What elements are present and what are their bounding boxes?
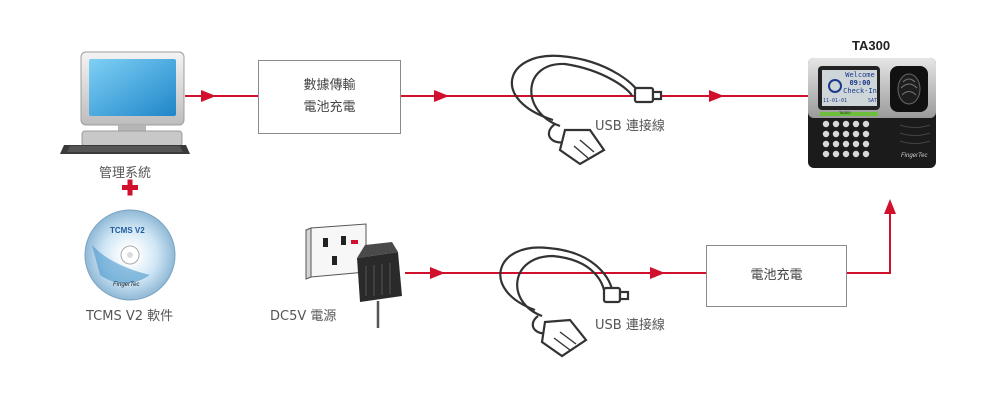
disc-title: TCMS V2 <box>110 226 145 235</box>
screen-date-row: 11-01-01 SAT <box>823 98 877 104</box>
charge-box-text: 電池充電 <box>750 268 803 283</box>
arrowhead-1 <box>201 90 216 102</box>
line-chargebox-to-device <box>846 208 891 274</box>
software-label: TCMS V2 軟件 <box>86 309 174 324</box>
disc-brand: FingerTec <box>113 282 140 288</box>
arrowhead-2 <box>434 90 449 102</box>
screen-status-text: Check-In <box>843 87 877 95</box>
screen-date-text: 11-01-01 <box>823 98 848 104</box>
arrowheads <box>201 90 896 279</box>
wall-socket-icon <box>305 223 367 280</box>
device-title: TA300 <box>852 38 891 53</box>
device-brand: FingerTec <box>901 153 928 159</box>
device-screen: Welcome 09:00 Check-In <box>842 71 878 95</box>
battery-charge-text: 電池充電 <box>303 100 356 115</box>
screen-welcome-text: Welcome <box>845 71 875 79</box>
software-disc-icon <box>84 209 176 301</box>
usb-cable-top-icon <box>510 54 663 166</box>
screen-time-text: 09:00 <box>849 79 871 87</box>
computer-icon <box>60 51 190 154</box>
usb-top-label: USB 連接線 <box>595 119 665 134</box>
power-label: DC5V 電源 <box>270 309 337 324</box>
ta300-device-icon <box>808 58 936 168</box>
arrowhead-4 <box>430 267 445 279</box>
usb-bottom-label: USB 連接線 <box>595 318 665 333</box>
power-adapter-icon <box>357 242 402 328</box>
arrowhead-3 <box>709 90 724 102</box>
arrowhead-5 <box>650 267 665 279</box>
connector-lines <box>185 95 891 274</box>
device-badge: TA300 <box>839 110 851 115</box>
computer-label: 管理系統 <box>99 166 152 181</box>
usb-cable-bottom-icon <box>499 246 630 358</box>
arrowhead-6 <box>884 199 896 214</box>
data-transfer-text: 數據傳輸 <box>303 78 356 93</box>
screen-day-text: SAT <box>867 98 877 104</box>
data-charge-box: 數據傳輸 電池充電 <box>258 60 401 134</box>
plus-icon <box>122 179 138 196</box>
charge-box: 電池充電 <box>706 245 847 307</box>
